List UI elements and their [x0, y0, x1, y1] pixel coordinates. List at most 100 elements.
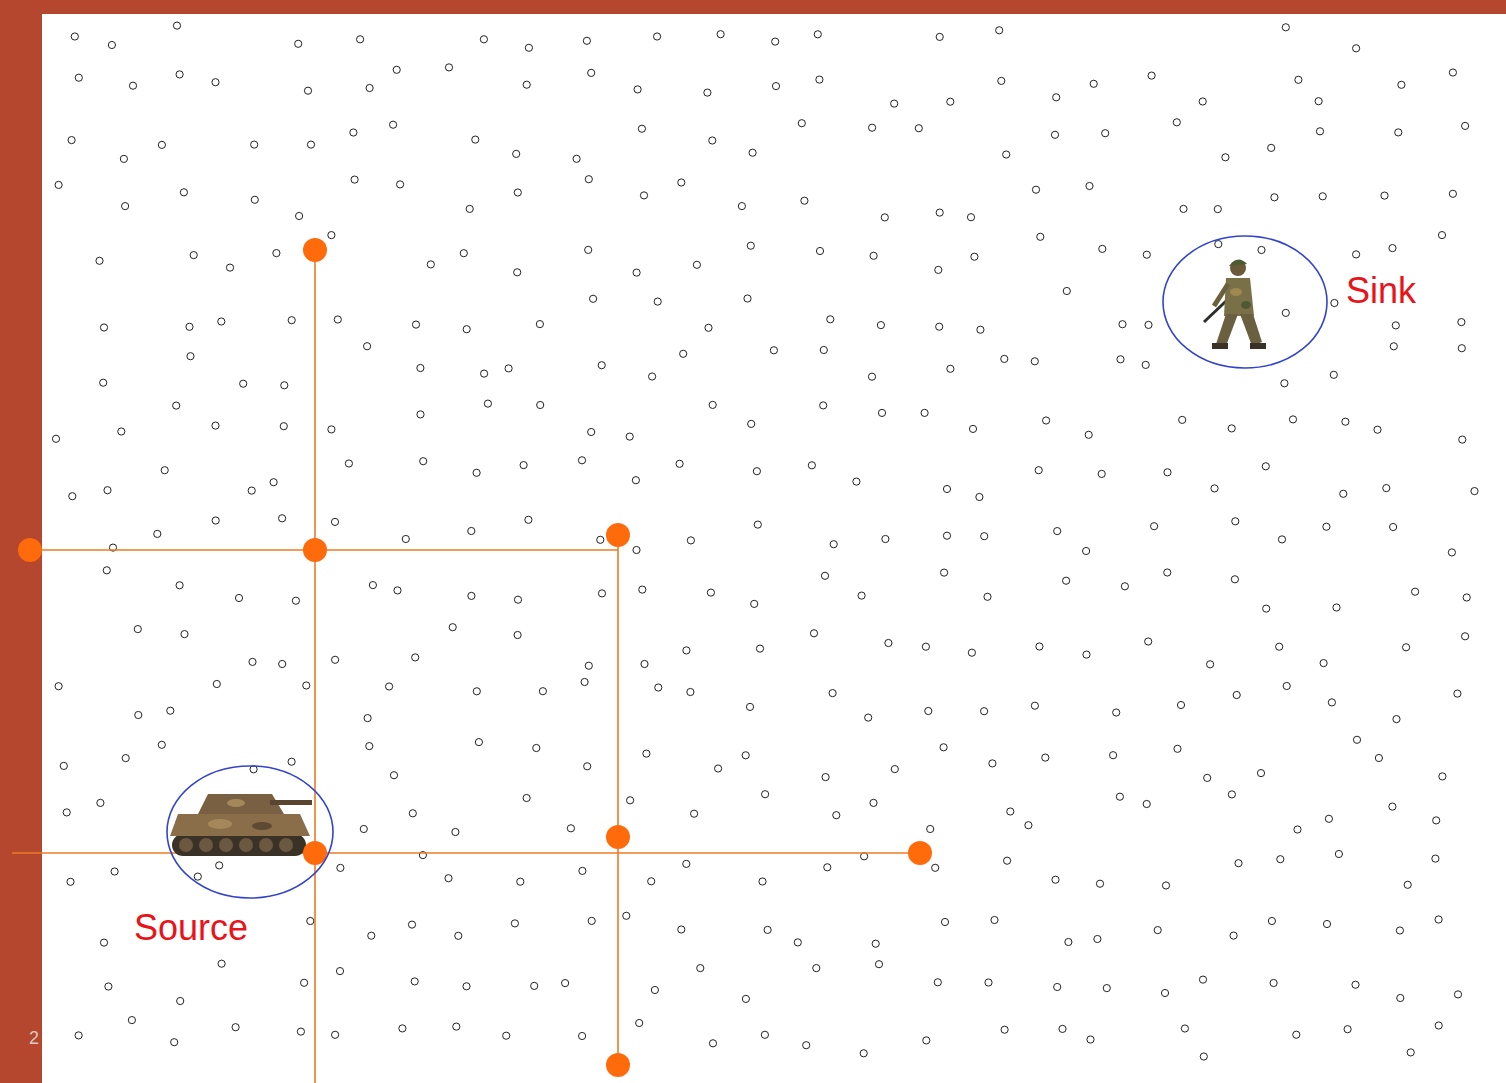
sensor-node — [176, 71, 183, 78]
sensor-node — [514, 631, 521, 638]
sensor-node — [1199, 98, 1206, 105]
sensor-node — [288, 758, 295, 765]
sensor-node — [936, 323, 943, 330]
sensor-node — [853, 478, 860, 485]
sensor-node — [1258, 246, 1265, 253]
tank-wheel — [179, 838, 193, 852]
sensor-node — [1268, 917, 1275, 924]
sensor-node — [588, 917, 595, 924]
sensor-node — [1319, 193, 1326, 200]
sensor-node — [303, 682, 310, 689]
sensor-node — [1395, 129, 1402, 136]
sensor-node — [798, 120, 805, 127]
sensor-node — [922, 643, 929, 650]
sensor-node — [533, 744, 540, 751]
sensor-node — [1051, 131, 1058, 138]
sensor-node — [1352, 981, 1359, 988]
sensor-node — [1001, 1026, 1008, 1033]
sensor-node — [187, 353, 194, 360]
soldier-arm — [1214, 284, 1228, 306]
sensor-node — [194, 873, 201, 880]
sensor-node — [651, 986, 658, 993]
sensor-node — [409, 810, 416, 817]
sensor-node — [292, 597, 299, 604]
sensor-node — [639, 586, 646, 593]
sensor-node — [475, 739, 482, 746]
sensor-node — [1374, 426, 1381, 433]
sensor-node — [1389, 803, 1396, 810]
sensor-node — [240, 380, 247, 387]
soldier-boot — [1250, 343, 1266, 349]
sensor-node — [680, 350, 687, 357]
tank-wheel — [199, 838, 213, 852]
tank-track — [172, 834, 306, 856]
sensor-node — [525, 44, 532, 51]
sensor-node — [445, 64, 452, 71]
sensor-node — [709, 137, 716, 144]
sensor-node — [167, 707, 174, 714]
sensor-node — [176, 582, 183, 589]
sensor-node — [885, 639, 892, 646]
sensor-node — [632, 477, 639, 484]
endpoint-ellipse: Source — [166, 765, 334, 899]
sensor-node — [279, 660, 286, 667]
sensor-node — [1403, 644, 1410, 651]
sensor-node — [1096, 880, 1103, 887]
sensor-node — [390, 121, 397, 128]
sensor-node — [1463, 594, 1470, 601]
sensor-node — [1459, 436, 1466, 443]
sensor-node — [186, 323, 193, 330]
sensor-node — [654, 298, 661, 305]
sensor-node — [691, 810, 698, 817]
sensor-node — [1180, 205, 1187, 212]
sensor-node — [996, 27, 1003, 34]
ellipse-outline — [167, 766, 333, 898]
sensor-node — [683, 647, 690, 654]
grid-dot — [303, 538, 327, 562]
tank-wheel — [279, 838, 293, 852]
sensor-node — [420, 458, 427, 465]
sensor-node — [332, 1031, 339, 1038]
sensor-node — [104, 487, 111, 494]
sensor-node — [55, 181, 62, 188]
sensor-node — [704, 89, 711, 96]
sensor-node — [135, 711, 142, 718]
sensor-node — [1215, 241, 1222, 248]
sensor-node — [1271, 194, 1278, 201]
sensor-node — [1031, 358, 1038, 365]
sensor-node — [539, 688, 546, 695]
sensor-node — [279, 515, 286, 522]
sensor-node — [251, 196, 258, 203]
sensor-node — [480, 36, 487, 43]
soldier-picture — [1204, 259, 1266, 349]
sensor-node — [1235, 860, 1242, 867]
sensor-node — [746, 703, 753, 710]
sensor-node — [1397, 994, 1404, 1001]
sensor-node — [762, 791, 769, 798]
sensor-node — [235, 594, 242, 601]
sensor-node — [1438, 232, 1445, 239]
soldier-camo — [1230, 288, 1242, 296]
sensor-node — [449, 624, 456, 631]
sensor-node — [941, 918, 948, 925]
sensor-node — [1282, 24, 1289, 31]
sensor-node — [583, 37, 590, 44]
sensor-node — [891, 100, 898, 107]
sensor-node — [640, 192, 647, 199]
sensor-node — [97, 799, 104, 806]
sensor-node — [122, 755, 129, 762]
sensor-node — [985, 979, 992, 986]
sensor-node — [368, 932, 375, 939]
sensor-node — [1230, 932, 1237, 939]
node-label: Sink — [1346, 271, 1416, 311]
sensor-node — [1103, 985, 1110, 992]
sensor-node — [764, 926, 771, 933]
sensor-node — [249, 658, 256, 665]
sensor-node — [1294, 826, 1301, 833]
node-label: Source — [134, 908, 248, 948]
sensor-node — [943, 485, 950, 492]
sensor-node — [105, 983, 112, 990]
sensor-node — [1449, 190, 1456, 197]
sensor-node — [452, 828, 459, 835]
